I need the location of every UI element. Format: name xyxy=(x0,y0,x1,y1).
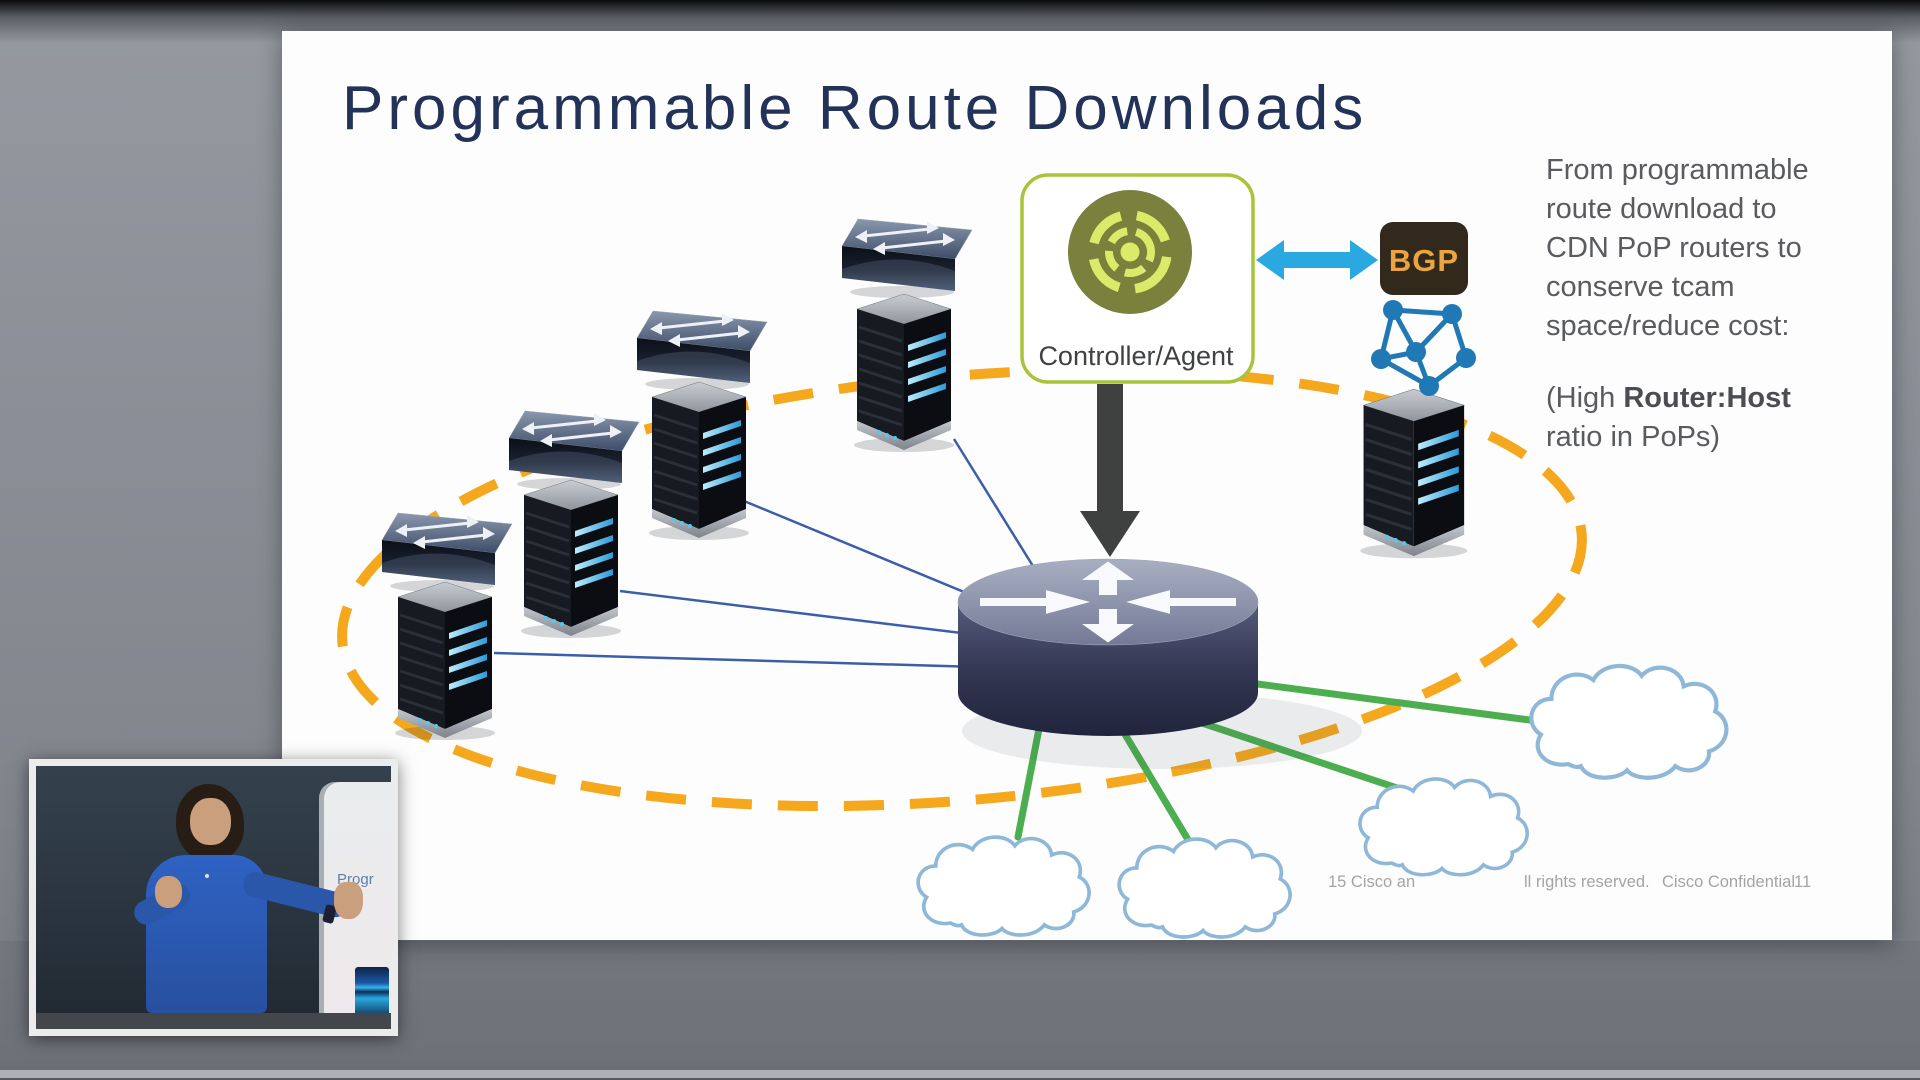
host-pair xyxy=(507,409,641,640)
background-bottom-edge xyxy=(0,1078,1920,1080)
slide-number: 11 xyxy=(1794,873,1811,891)
router-host-bold: Router:Host xyxy=(1623,382,1791,414)
side-note: From programmable route download to CDN … xyxy=(1546,151,1876,457)
side-note-line: CDN PoP routers to xyxy=(1546,232,1802,264)
stage-floor xyxy=(36,1013,391,1029)
switch-icon xyxy=(380,511,514,594)
bidirectional-arrow-icon xyxy=(1256,240,1378,280)
footer-copyright-left: 15 Cisco an xyxy=(1328,873,1415,891)
cloud-icon xyxy=(916,835,1091,937)
server-icon xyxy=(647,380,751,542)
downlink-line xyxy=(1186,715,1434,803)
switch-icon xyxy=(635,309,769,392)
cloud-icon xyxy=(1117,837,1292,939)
controller-agent-box: Controller/Agent xyxy=(1020,173,1255,384)
uplink-line xyxy=(619,589,995,639)
mesh-network-icon xyxy=(1371,300,1476,396)
downlink-line xyxy=(1246,679,1541,725)
downlink-line xyxy=(1116,722,1194,847)
controller-agent-label: Controller/Agent xyxy=(1038,341,1234,371)
uplink-line xyxy=(493,651,979,669)
slide-footer: 15 Cisco an ll rights reserved. Cisco Co… xyxy=(1328,873,1811,891)
host-pair xyxy=(380,511,514,742)
server-icon xyxy=(393,580,497,742)
side-note-line: space/reduce cost: xyxy=(1546,310,1790,342)
router-icon xyxy=(957,558,1362,769)
server-icon xyxy=(519,478,623,640)
side-note-line: From programmable xyxy=(1546,154,1809,186)
footer-rights: ll rights reserved. xyxy=(1524,873,1650,891)
cloud-icon xyxy=(1531,666,1726,778)
bgp-badge: BGP xyxy=(1380,222,1468,295)
background-bottom-strip xyxy=(0,1070,1920,1078)
cloud-icon xyxy=(1358,777,1529,877)
presenter-face xyxy=(190,797,232,845)
presentation-slide: Programmable Route Downloads From progra… xyxy=(282,31,1892,940)
switch-icon xyxy=(840,217,974,300)
switch-icon xyxy=(507,409,641,492)
network-diagram: 15 Cisco an ll rights reserved. Cisco Co… xyxy=(337,173,1811,939)
host-pair xyxy=(635,309,769,542)
presenter-video-frame: Progr xyxy=(36,766,391,1029)
slide-title: Programmable Route Downloads xyxy=(342,74,1368,143)
router-arrows xyxy=(980,561,1236,643)
presenter-right-hand xyxy=(334,881,363,919)
side-note-line: route download to xyxy=(1546,193,1777,225)
side-note-line: conserve tcam xyxy=(1546,271,1735,303)
presenter-left-hand xyxy=(154,876,182,908)
projected-server-image xyxy=(355,967,389,1021)
presenter-mic xyxy=(204,873,209,878)
server-icon xyxy=(852,292,956,454)
down-arrow-icon xyxy=(1080,384,1140,557)
controller-agent-icon xyxy=(1068,190,1192,314)
pop-server-icon xyxy=(1358,387,1469,560)
uplink-line xyxy=(952,438,1048,588)
footer-confidential: Cisco Confidential xyxy=(1662,873,1795,891)
host-pair xyxy=(840,217,974,454)
bgp-label: BGP xyxy=(1389,243,1459,278)
presenter-video-overlay: Progr xyxy=(29,759,398,1036)
